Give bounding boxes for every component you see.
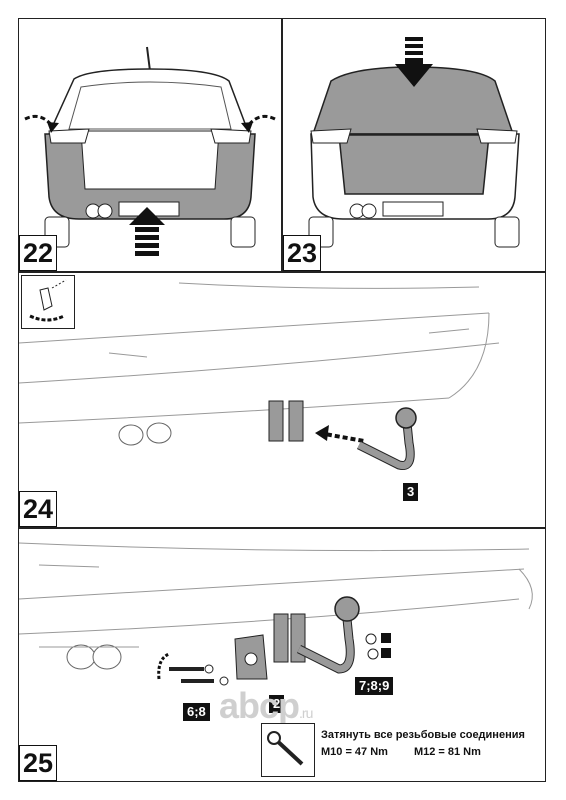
lift-arrow-icon [129, 207, 165, 256]
tow-bar-insertion-illustration [19, 282, 500, 470]
part-label-3: 3 [403, 483, 419, 501]
step-number: 25 [19, 745, 58, 781]
tool-hand-icon [21, 275, 75, 329]
step-number: 24 [19, 491, 58, 527]
step-24-panel: 3 24 [18, 272, 546, 528]
step-22-panel: 22 [18, 18, 282, 272]
part-label-6-8: 6;8 [183, 703, 210, 721]
step-number: 23 [283, 235, 322, 271]
watermark: abcp.ru [219, 685, 313, 726]
step-23-panel: 23 [282, 18, 546, 272]
tighten-wrench-icon [261, 723, 315, 777]
torque-m10: M10 = 47 Nm [321, 746, 388, 758]
push-down-arrow-icon [395, 37, 433, 87]
car-rear-view-highlighted-illustration [308, 37, 520, 248]
car-rear-view-illustration [24, 46, 276, 256]
step-25-panel: 6;8 2 7;8;9 abcp.ru Затянуть все резьбов… [18, 528, 546, 782]
part-label-7-8-9: 7;8;9 [355, 677, 394, 695]
step-number: 22 [19, 235, 58, 271]
torque-instruction: Затянуть все резьбовые соединения [321, 729, 525, 741]
part-label-2: 2 [269, 695, 285, 713]
torque-spec: Затянуть все резьбовые соединения M10 = … [321, 727, 525, 761]
tow-bar-bolting-illustration [19, 542, 533, 686]
torque-m12: M12 = 81 Nm [413, 746, 481, 758]
